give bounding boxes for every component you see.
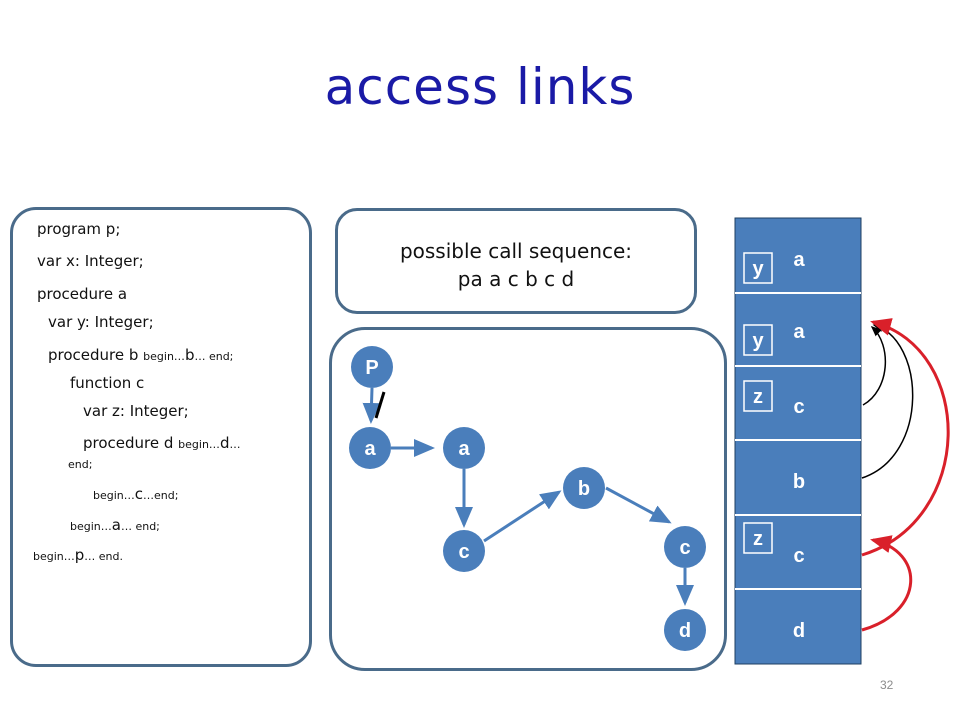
- frame-label: c: [793, 396, 804, 418]
- access-link: [861, 323, 914, 479]
- code-line: begin…c…end;: [93, 485, 179, 503]
- access-link-red: [861, 318, 950, 557]
- var-label: y: [752, 258, 764, 280]
- var-label: z: [753, 386, 763, 408]
- access-links-black: [861, 323, 914, 479]
- edge-p-a: [362, 387, 381, 424]
- svg-text:P: P: [365, 357, 378, 379]
- var-box: [743, 522, 773, 554]
- svg-text:a: a: [364, 438, 376, 460]
- call-tree-edges: [362, 387, 694, 606]
- code-line: begin…p… end.: [33, 546, 124, 564]
- call-sequence-heading: possible call sequence:: [399, 239, 633, 263]
- var-box: [743, 252, 773, 284]
- tree-node-b: b: [563, 467, 605, 509]
- code-listing-box: program p; var x: Integer; procedure a v…: [10, 207, 312, 667]
- frame-label: a: [793, 321, 805, 343]
- tree-node-a: a: [443, 427, 485, 469]
- frame-label: d: [793, 620, 805, 642]
- frame-label: a: [793, 249, 805, 271]
- var-label: y: [752, 330, 764, 352]
- svg-text:c: c: [679, 537, 690, 559]
- svg-text:d: d: [679, 620, 691, 642]
- call-sequence-box: possible call sequence: pa a c b c d: [335, 208, 697, 314]
- tree-node-c: c: [443, 530, 485, 572]
- access-links-red: [861, 318, 950, 632]
- code-line: procedure d begin…d…: [83, 434, 241, 452]
- code-line: end;: [68, 458, 93, 471]
- access-link-red: [861, 535, 913, 632]
- call-sequence-text: pa a c b c d: [457, 267, 575, 291]
- code-line: function c: [70, 374, 145, 392]
- edge-mark: [374, 391, 386, 419]
- frame-label: c: [793, 545, 804, 567]
- slide-title: access links: [324, 58, 636, 116]
- call-tree-nodes: P a a b c c d: [349, 346, 706, 651]
- edge-c-b: [483, 490, 562, 543]
- tree-node-c: c: [664, 526, 706, 568]
- svg-text:c: c: [458, 541, 469, 563]
- code-line: program p;: [37, 220, 121, 238]
- svg-text:a: a: [458, 438, 470, 460]
- code-line: begin…a… end;: [70, 516, 160, 534]
- var-label: z: [753, 528, 763, 550]
- var-box: [743, 324, 773, 356]
- tree-node-a: a: [349, 427, 391, 469]
- var-box: [743, 380, 773, 412]
- page-number: 32: [880, 678, 894, 692]
- code-line: var x: Integer;: [37, 252, 144, 270]
- edge-b-c: [605, 486, 672, 524]
- call-tree-box: [329, 327, 727, 671]
- code-line: procedure a: [37, 285, 128, 303]
- frame-label: b: [793, 471, 805, 493]
- tree-node-p: P: [351, 346, 393, 388]
- access-link: [862, 325, 887, 406]
- activation-stack: a a c b c d y y z z: [734, 217, 862, 665]
- tree-node-d: d: [664, 609, 706, 651]
- svg-text:b: b: [578, 478, 590, 500]
- code-line: var y: Integer;: [48, 313, 154, 331]
- code-line: procedure b begin…b… end;: [48, 346, 234, 364]
- code-line: var z: Integer;: [83, 402, 189, 420]
